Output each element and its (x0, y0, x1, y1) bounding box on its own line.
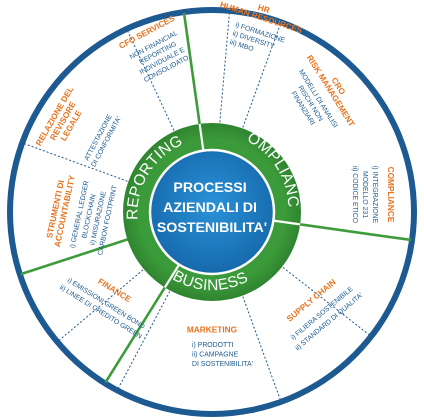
center-title: PROCESSI AZIENDALI DI SOSTENIBILITA' (157, 180, 267, 236)
section-divider (104, 284, 168, 384)
segment-item: DI SOSTENIBILITA' (192, 361, 253, 368)
segment-compliance: COMPLIANCE i) INTEGRAZIONE MODELLO 231 i… (351, 166, 396, 224)
segment-accountability-tools: STRUMENTI DI ACCOUNTABILITY i) GENERAL L… (44, 174, 119, 256)
segment-title: COMPLIANCE (386, 167, 396, 223)
segment-item: MODELLO 231 (361, 171, 368, 218)
green-ring-dividers (163, 123, 301, 289)
ring-divider (198, 123, 205, 151)
segment-item: i) PRODOTTI (192, 342, 233, 349)
segment-item: ii) CAMPAGNE (192, 351, 239, 358)
section-divider (20, 237, 131, 276)
segment-title: MARKETING (187, 324, 237, 334)
section-divider (296, 222, 412, 242)
ring-divider (273, 219, 301, 226)
center-title-line-3: SOSTENIBILITA' (157, 220, 267, 236)
center-title-line-2: AZIENDALI DI (163, 200, 257, 216)
segment-dividers (20, 12, 412, 400)
central-core (148, 148, 276, 276)
section-divider (182, 12, 202, 128)
segment-title: HR (257, 2, 271, 15)
segment-item: i) INTEGRAZIONE (371, 166, 378, 224)
ring-divider (163, 263, 181, 289)
segment-item: ii) CODICE ETICO (351, 166, 358, 224)
center-title-line-1: PROCESSI (173, 180, 246, 196)
segment-marketing: MARKETING i) PRODOTTI ii) CAMPAGNE DI SO… (187, 324, 253, 368)
